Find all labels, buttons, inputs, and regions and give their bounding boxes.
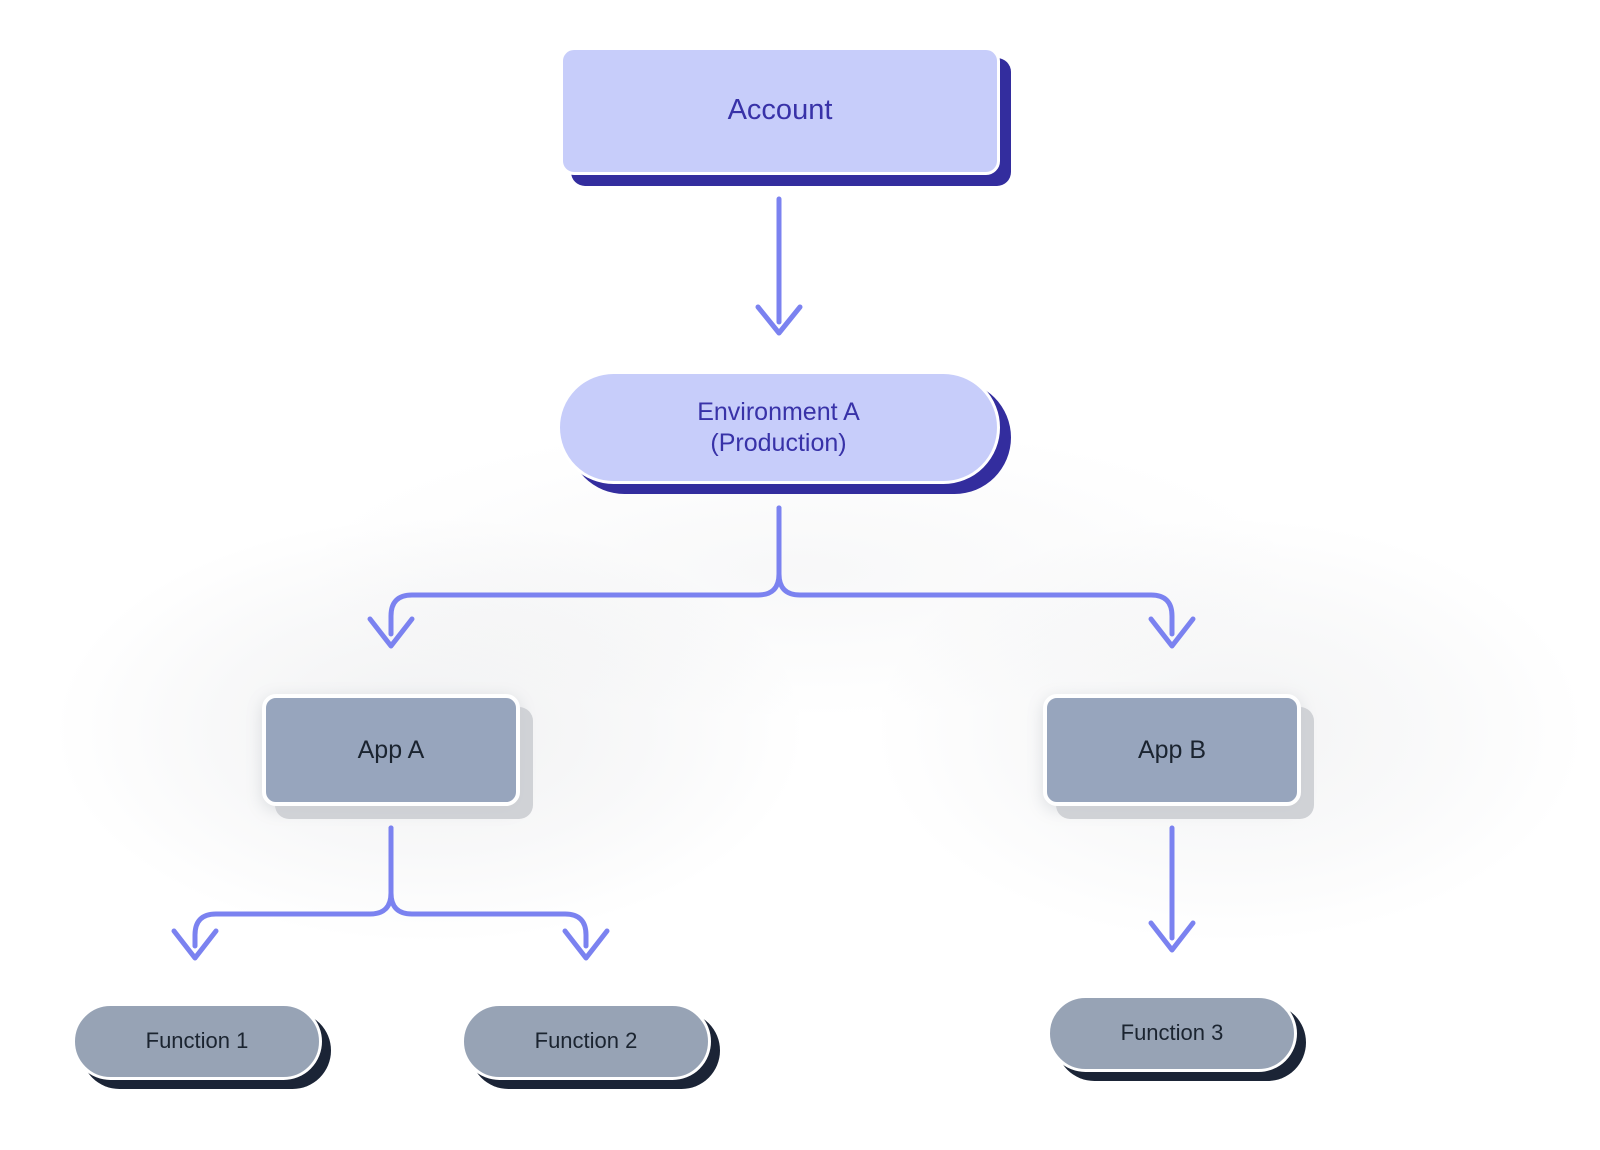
edge-environment-a-to-app-a xyxy=(367,505,782,649)
node-function-3[interactable]: Function 3 xyxy=(1047,995,1297,1072)
node-function-1[interactable]: Function 1 xyxy=(72,1003,322,1080)
node-environment-a[interactable]: Environment A (Production) xyxy=(557,371,1000,484)
node-function-3-label: Function 3 xyxy=(1120,1020,1224,1046)
node-function-1-label: Function 1 xyxy=(145,1028,249,1054)
node-function-2-label: Function 2 xyxy=(534,1028,638,1054)
node-function-2[interactable]: Function 2 xyxy=(461,1003,711,1080)
node-app-b[interactable]: App B xyxy=(1043,694,1301,806)
edge-app-a-to-function-2 xyxy=(388,825,610,961)
edge-app-a-to-function-1 xyxy=(171,825,394,961)
node-environment-a-label: Environment A (Production) xyxy=(697,398,860,457)
node-account-label: Account xyxy=(727,94,833,127)
edge-environment-a-to-app-b xyxy=(776,505,1196,649)
edge-app-b-to-function-3 xyxy=(1148,825,1196,953)
node-app-b-label: App B xyxy=(1137,735,1207,764)
node-app-a-label: App A xyxy=(357,735,425,764)
edge-account-to-environment-a xyxy=(755,196,803,336)
node-account[interactable]: Account xyxy=(560,47,1000,175)
node-app-a[interactable]: App A xyxy=(262,694,520,806)
